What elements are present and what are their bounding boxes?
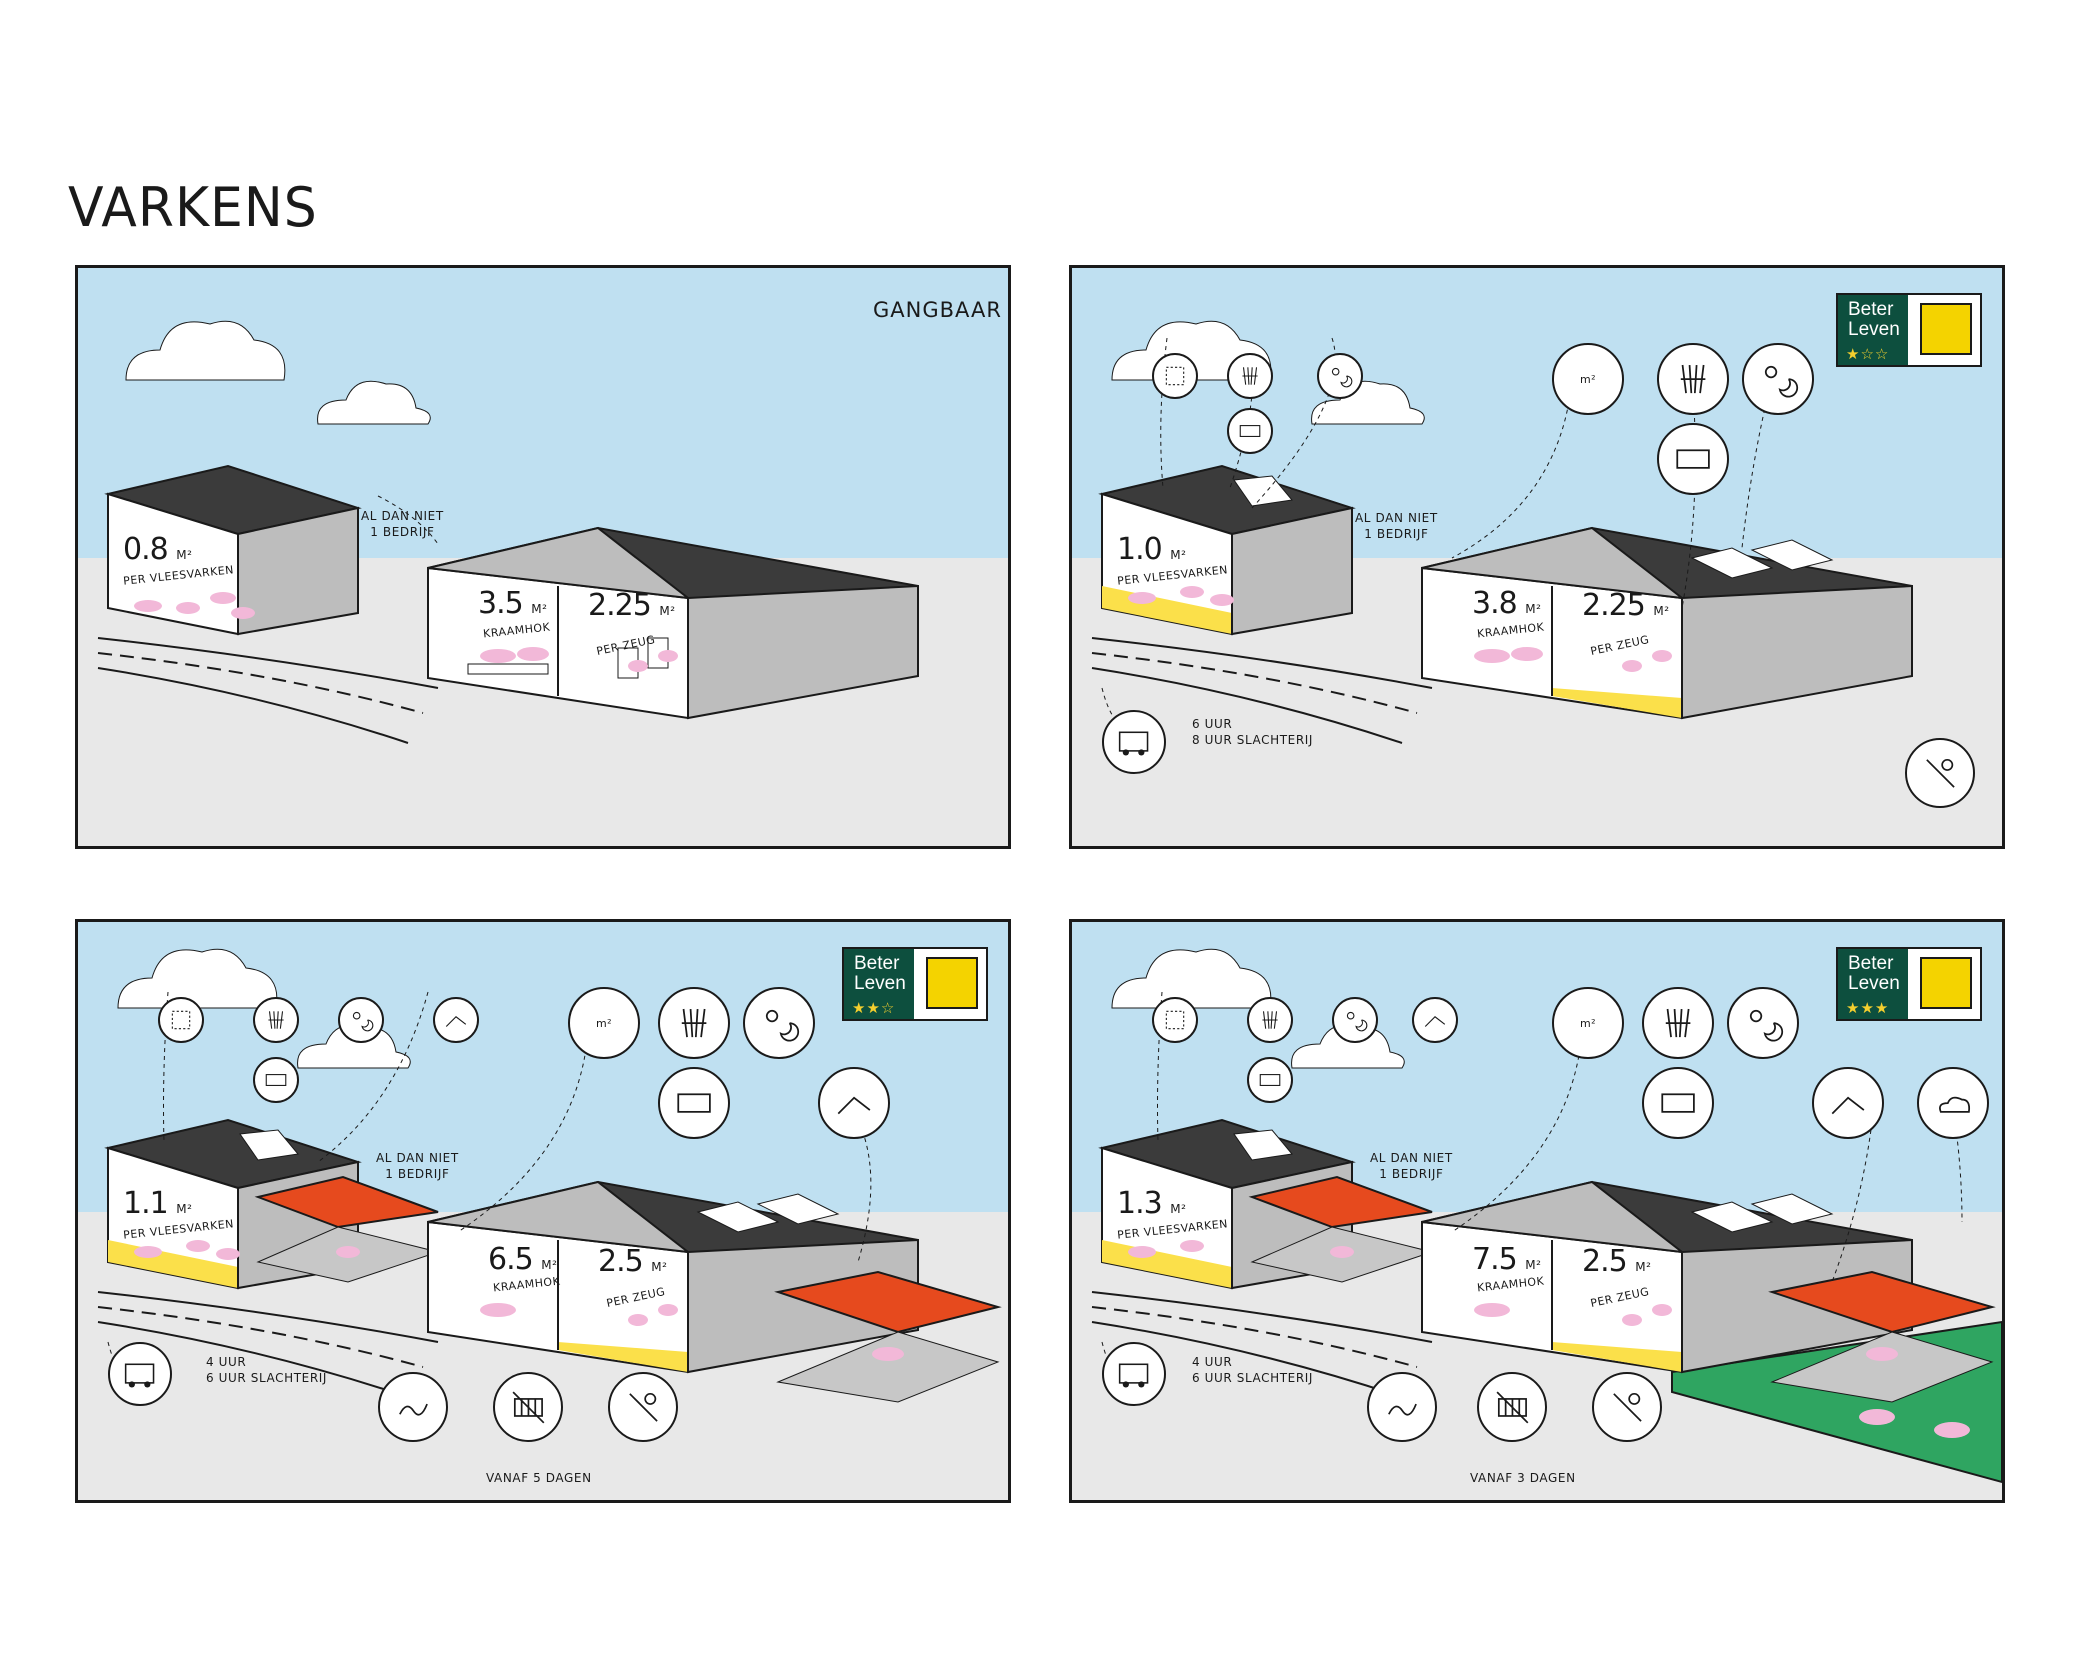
day-night-icon xyxy=(1317,353,1363,399)
scene-beter-leven-1 xyxy=(1072,268,2002,846)
cloud-icon xyxy=(125,320,286,381)
left-barn-area: 1.0 M² xyxy=(1117,532,1187,567)
dierenbescherming-logo xyxy=(1920,303,1972,355)
straw-icon xyxy=(658,987,730,1059)
label-line2: Leven xyxy=(854,973,906,994)
star-rating: ★★☆ xyxy=(852,999,896,1017)
mat-icon xyxy=(1227,408,1273,454)
cloud-icon xyxy=(317,380,431,425)
panel-gangbaar: GANGBAAR 0.8 M² PER VLEESVARKEN AL DAN N… xyxy=(75,265,1011,849)
weather-icon xyxy=(1917,1067,1989,1139)
mat-icon xyxy=(253,1057,299,1103)
scene-beter-leven-2 xyxy=(78,922,1008,1500)
transport-note: 4 UUR 6 UUR SLACHTERIJ xyxy=(1192,1355,1314,1385)
dierenbescherming-logo xyxy=(926,957,978,1009)
no-castration-icon xyxy=(1592,1372,1662,1442)
left-barn-area: 1.1 M² xyxy=(123,1186,193,1221)
no-crate-icon xyxy=(493,1372,563,1442)
page-title: VARKENS xyxy=(68,176,318,240)
day-night-icon xyxy=(1332,997,1378,1043)
zeug-area: 2.5 M² xyxy=(598,1244,668,1279)
left-barn-area: 0.8 M² xyxy=(123,532,193,567)
truck-icon xyxy=(1102,1342,1166,1406)
outdoor-icon xyxy=(433,997,479,1043)
m2-icon xyxy=(158,997,204,1043)
category-tag: GANGBAAR xyxy=(873,298,1002,322)
label-line2: Leven xyxy=(1848,319,1900,340)
m2-icon: m² xyxy=(1552,987,1624,1059)
m2-icon: m² xyxy=(568,987,640,1059)
kraamhok-area: 6.5 M² xyxy=(488,1242,558,1277)
straw-icon xyxy=(1642,987,1714,1059)
zeug-area: 2.25 M² xyxy=(588,588,676,623)
mat-icon xyxy=(1247,1057,1293,1103)
star-rating: ★☆☆ xyxy=(1846,345,1890,363)
day-night-icon xyxy=(1742,343,1814,415)
truck-icon xyxy=(108,1342,172,1406)
dierenbescherming-logo xyxy=(1920,957,1972,1009)
left-barn-area: 1.3 M² xyxy=(1117,1186,1187,1221)
bottom-note: VANAF 3 DAGEN xyxy=(1470,1471,1576,1485)
label-line1: Beter xyxy=(1848,299,1894,320)
bottom-note: VANAF 5 DAGEN xyxy=(486,1471,592,1485)
straw-icon xyxy=(1247,997,1293,1043)
label-line1: Beter xyxy=(1848,953,1894,974)
day-night-icon xyxy=(1727,987,1799,1059)
transport-note: 6 UUR 8 UUR SLACHTERIJ xyxy=(1192,717,1314,747)
m2-icon xyxy=(1152,353,1198,399)
zeug-area: 2.5 M² xyxy=(1582,1244,1652,1279)
outdoor-icon xyxy=(1412,997,1458,1043)
scene-gangbaar xyxy=(78,268,1008,846)
truck-icon xyxy=(1102,710,1166,774)
kraamhok-area: 3.8 M² xyxy=(1472,586,1542,621)
curly-tail-icon xyxy=(378,1372,448,1442)
label-line1: Beter xyxy=(854,953,900,974)
star-rating: ★★★ xyxy=(1846,999,1890,1017)
kraamhok-area: 3.5 M² xyxy=(478,586,548,621)
label-line2: Leven xyxy=(1848,973,1900,994)
curly-tail-icon xyxy=(1367,1372,1437,1442)
straw-icon xyxy=(1657,343,1729,415)
mat-icon xyxy=(1657,423,1729,495)
barn-note: AL DAN NIET 1 BEDRIJF xyxy=(1370,1151,1453,1181)
day-night-icon xyxy=(743,987,815,1059)
barn-note: AL DAN NIET 1 BEDRIJF xyxy=(376,1151,459,1181)
outdoor-icon xyxy=(1812,1067,1884,1139)
straw-icon xyxy=(253,997,299,1043)
outdoor-icon xyxy=(818,1067,890,1139)
no-castration-icon xyxy=(1905,738,1975,808)
zeug-area: 2.25 M² xyxy=(1582,588,1670,623)
transport-note: 4 UUR 6 UUR SLACHTERIJ xyxy=(206,1355,328,1385)
kraamhok-area: 7.5 M² xyxy=(1472,1242,1542,1277)
m2-icon xyxy=(1152,997,1198,1043)
mat-icon xyxy=(1642,1067,1714,1139)
no-castration-icon xyxy=(608,1372,678,1442)
barn-note: AL DAN NIET 1 BEDRIJF xyxy=(361,509,444,539)
m2-icon: m² xyxy=(1552,343,1624,415)
no-crate-icon xyxy=(1477,1372,1547,1442)
mat-icon xyxy=(658,1067,730,1139)
straw-icon xyxy=(1227,353,1273,399)
barn-note: AL DAN NIET 1 BEDRIJF xyxy=(1355,511,1438,541)
day-night-icon xyxy=(338,997,384,1043)
